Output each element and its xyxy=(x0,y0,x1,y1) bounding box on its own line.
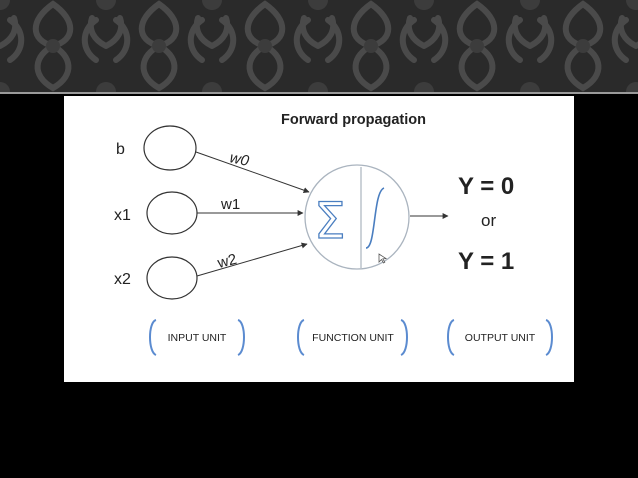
damask-banner xyxy=(0,0,638,92)
weight-label-w0: w0 xyxy=(228,149,251,170)
weight-edge-w2 xyxy=(196,242,308,277)
input-node-x2 xyxy=(146,256,198,300)
function-unit-label: FUNCTION UNIT xyxy=(312,332,394,344)
weight-label-w2: w2 xyxy=(215,251,239,272)
banner-divider xyxy=(0,92,638,94)
perceptron-diagram: Forward propagation b x1 x2 w0 w1 w2 Σ Y… xyxy=(114,112,553,356)
function-node xyxy=(304,164,410,270)
function-unit-bracket-left xyxy=(297,319,305,356)
sum-icon: Σ xyxy=(314,192,346,250)
output-unit-label: OUTPUT UNIT xyxy=(465,332,536,344)
cursor-icon xyxy=(378,253,388,264)
sigmoid-icon xyxy=(365,187,385,249)
output-unit-bracket-right xyxy=(545,319,553,356)
function-unit-bracket-right xyxy=(400,319,408,356)
input-unit-label: INPUT UNIT xyxy=(168,332,227,344)
input-label-x2: x2 xyxy=(114,271,131,288)
weight-label-w1: w1 xyxy=(220,196,240,213)
input-node-b xyxy=(143,125,197,171)
input-node-x1 xyxy=(146,191,198,235)
input-label-b: b xyxy=(116,141,125,158)
output-unit-bracket-left xyxy=(447,319,455,356)
diagram-title: Forward propagation xyxy=(281,112,426,128)
input-unit-bracket-left xyxy=(149,319,157,356)
slide-content: Forward propagation b x1 x2 w0 w1 w2 Σ Y… xyxy=(64,96,574,382)
weight-edge-w0 xyxy=(195,151,310,194)
input-unit-bracket-right xyxy=(237,319,245,356)
output-y0: Y = 0 xyxy=(458,173,514,200)
output-y1: Y = 1 xyxy=(458,248,514,275)
input-label-x1: x1 xyxy=(114,207,131,224)
output-or: or xyxy=(481,211,496,230)
